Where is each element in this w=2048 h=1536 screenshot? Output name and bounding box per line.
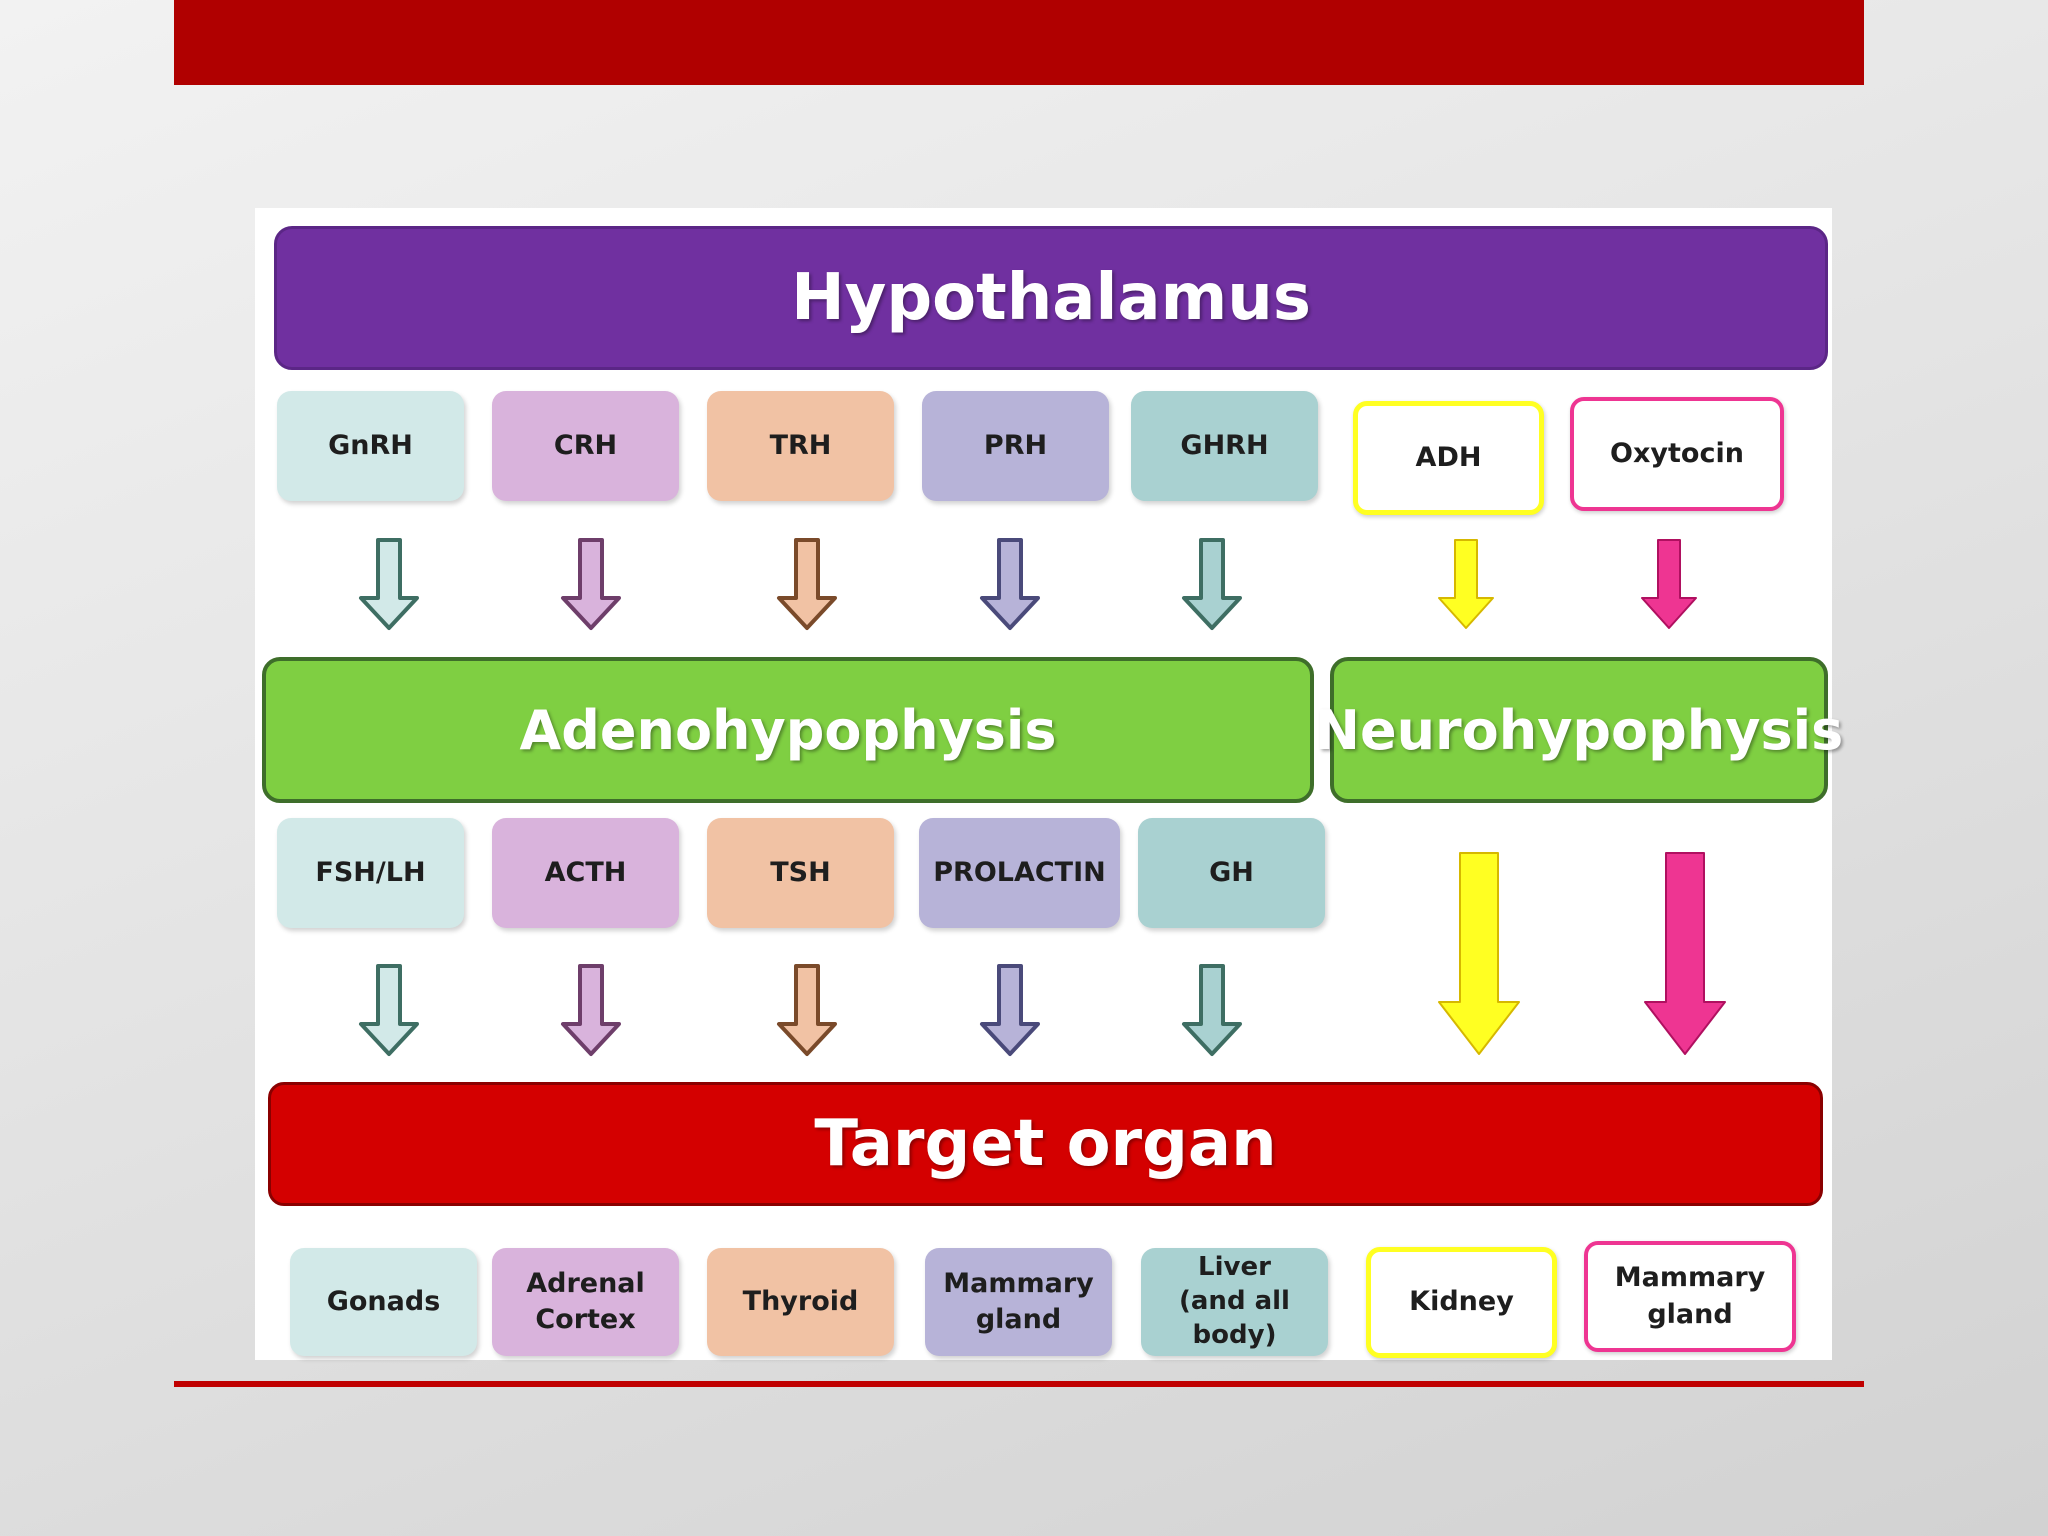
target-liver: Liver (and all body)	[1141, 1248, 1328, 1356]
hormone-gh: GH	[1138, 818, 1325, 928]
target-adrenal-cortex: Adrenal Cortex	[492, 1248, 679, 1356]
down-arrow-adh	[1438, 539, 1494, 629]
down-arrow-adh-long	[1438, 852, 1520, 1055]
down-arrow-pit-4	[1182, 964, 1242, 1056]
target-gonads: Gonads	[290, 1248, 477, 1356]
hormone-trh: TRH	[707, 391, 894, 501]
target-kidney: Kidney	[1366, 1247, 1557, 1358]
hypothalamus-banner: Hypothalamus	[274, 226, 1828, 370]
hormone-prh: PRH	[922, 391, 1109, 501]
down-arrow-hypo-0	[359, 538, 419, 630]
hormone-acth: ACTH	[492, 818, 679, 928]
down-arrow-oxytocin-long	[1644, 852, 1726, 1055]
target-mammary-gland: Mammary gland	[925, 1248, 1112, 1356]
header-bar	[174, 0, 1864, 85]
hormone-oxytocin: Oxytocin	[1570, 397, 1784, 511]
down-arrow-hypo-4	[1182, 538, 1242, 630]
adenohypophysis-banner: Adenohypophysis	[262, 657, 1314, 803]
down-arrow-hypo-3	[980, 538, 1040, 630]
down-arrow-pit-3	[980, 964, 1040, 1056]
hormone-prolactin: PROLACTIN	[919, 818, 1120, 928]
hormone-fsh-lh: FSH/LH	[277, 818, 464, 928]
down-arrow-pit-1	[561, 964, 621, 1056]
down-arrow-oxytocin	[1641, 539, 1697, 629]
hormone-tsh: TSH	[707, 818, 894, 928]
down-arrow-pit-2	[777, 964, 837, 1056]
hormone-crh: CRH	[492, 391, 679, 501]
down-arrow-hypo-1	[561, 538, 621, 630]
neurohypophysis-banner: Neurohypophysis	[1315, 657, 1843, 803]
target-organ-banner: Target organ	[268, 1082, 1823, 1206]
target-thyroid: Thyroid	[707, 1248, 894, 1356]
target-mammary-gland-oxytocin: Mammary gland	[1584, 1241, 1796, 1352]
down-arrow-pit-0	[359, 964, 419, 1056]
footer-rule	[174, 1381, 1864, 1387]
hormone-gnrh: GnRH	[277, 391, 464, 501]
hormone-ghrh: GHRH	[1131, 391, 1318, 501]
hormone-adh: ADH	[1353, 401, 1544, 515]
down-arrow-hypo-2	[777, 538, 837, 630]
